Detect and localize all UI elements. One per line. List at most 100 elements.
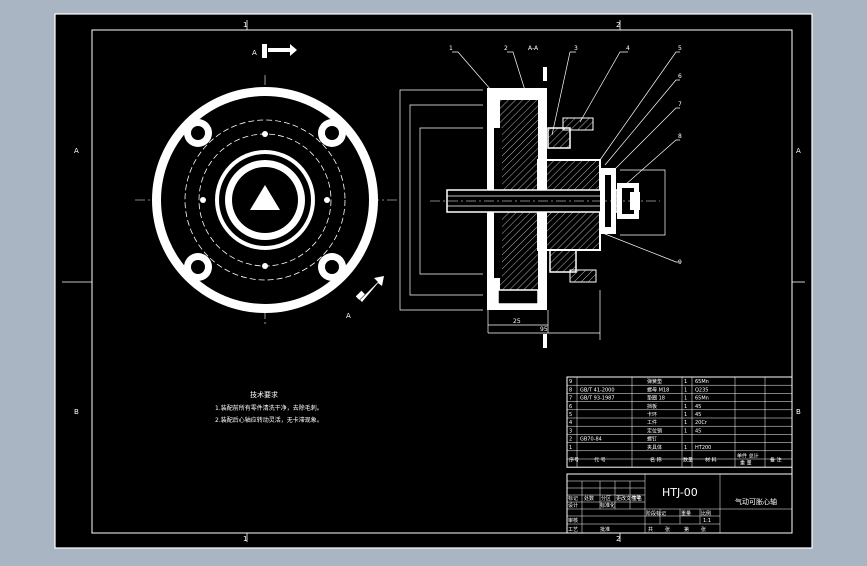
label-std: 标准化 xyxy=(600,502,615,509)
bom-cell-no: 4 xyxy=(569,420,572,426)
sheet-border xyxy=(54,13,813,549)
bom-cell-material: 45 xyxy=(695,412,701,418)
bom-cell-material: 65Mn xyxy=(695,396,709,402)
end-view xyxy=(135,44,400,325)
bom-cell-material: 45 xyxy=(695,404,701,410)
bom-cell-material: 45 xyxy=(695,428,701,434)
bom-cell-no: 7 xyxy=(569,396,572,402)
bom-cell-no: 1 xyxy=(569,445,572,451)
balloon-3: 3 xyxy=(574,45,578,52)
bom-cell-no: 3 xyxy=(569,428,572,434)
bom-cell-qty: 1 xyxy=(684,379,687,385)
bom-cell-name: 垫圈 18 xyxy=(647,395,665,402)
zone-top-2: 2 xyxy=(616,21,620,29)
notes-line-1: 1.装配前所有零件清洗干净，去除毛刺。 xyxy=(215,404,323,412)
label-count: 处数 xyxy=(584,495,594,502)
bom-cell-material: 20Cr xyxy=(695,420,708,426)
bom-header-name: 名 称 xyxy=(650,456,662,463)
bom-cell-qty: 1 xyxy=(684,420,687,426)
label-zone: 分区 xyxy=(601,495,611,502)
label-sheet-b: 张 xyxy=(665,526,670,533)
balloon-4: 4 xyxy=(626,45,630,52)
bom-cell-material: HT200 xyxy=(695,445,711,451)
balloon-9: 9 xyxy=(678,259,682,266)
bom-cell-code: GB/T 93-1987 xyxy=(580,396,615,402)
label-doc: 更改文件号 xyxy=(616,495,641,502)
label-sign: 签名 xyxy=(632,495,642,502)
dim-bottom-large: 95 xyxy=(540,326,548,333)
section-label-bottom: A xyxy=(346,312,351,320)
bom-cell-qty: 1 xyxy=(684,387,687,393)
drawing-number: HTJ-00 xyxy=(662,486,698,499)
bom-cell-no: 2 xyxy=(569,437,572,443)
label-sheet-d: 张 xyxy=(701,526,706,533)
bom-cell-material: 65Mn xyxy=(695,379,709,385)
bom-cell-material: Q235 xyxy=(695,387,708,393)
section-title: A-A xyxy=(528,45,539,52)
bom-cell-name: 挡板 xyxy=(647,403,657,410)
label-sheet-c: 第 xyxy=(684,526,689,533)
bom-header-weight2: 重 量 xyxy=(740,459,752,466)
bom-header-remark: 备 注 xyxy=(770,456,782,463)
zone-left-a: A xyxy=(74,147,79,155)
bom-cell-qty: 1 xyxy=(684,428,687,434)
label-weight: 重量 xyxy=(681,510,691,517)
zone-bottom-1: 1 xyxy=(243,535,247,543)
zone-right-a: A xyxy=(796,147,801,155)
label-stage: 阶段标记 xyxy=(646,510,666,517)
label-ratio: 比例 xyxy=(701,510,711,517)
bom-cell-qty: 1 xyxy=(684,445,687,451)
inner-frame xyxy=(91,29,793,534)
bom-cell-no: 8 xyxy=(569,387,572,393)
balloon-6: 6 xyxy=(678,73,682,80)
balloon-5: 5 xyxy=(678,45,682,52)
balloon-7: 7 xyxy=(678,101,682,108)
zone-bottom-2: 2 xyxy=(616,535,620,543)
bom-cell-name: 卡环 xyxy=(647,411,657,418)
title-block: HTJ-00 气动可胀心轴 标记 处数 分区 更改文件号 签名 设计 标准化 阶… xyxy=(566,473,793,534)
bom-cell-code: GB70-84 xyxy=(580,437,602,443)
bom-header-no: 序号 xyxy=(569,456,579,463)
bom-header-weight: 单件 总计 xyxy=(737,452,759,459)
notes-line-2: 2.装配后心轴应转动灵活，无卡滞现象。 xyxy=(215,416,323,424)
section-view xyxy=(399,51,680,348)
notes-title: 技术要求 xyxy=(250,390,278,399)
zone-ticks xyxy=(62,20,805,542)
bom-cell-no: 6 xyxy=(569,404,572,410)
label-approve: 批准 xyxy=(600,526,610,533)
bom-cell-name: 螺钉 xyxy=(647,436,657,443)
bom-cell-no: 9 xyxy=(569,379,572,385)
bom-header-material: 材 料 xyxy=(705,456,717,463)
bom-cell-name: 定位销 xyxy=(647,427,662,434)
drawing-title: 气动可胀心轴 xyxy=(735,497,777,506)
dim-bottom-small: 25 xyxy=(513,318,521,325)
bom-header-code: 代 号 xyxy=(594,456,606,463)
label-process: 工艺 xyxy=(568,527,578,533)
balloon-8: 8 xyxy=(678,133,682,140)
bom-cell-name: 螺母 M18 xyxy=(647,386,669,393)
bom-cell-code: GB/T 41-2000 xyxy=(580,387,615,393)
bom-cell-name: 夹具体 xyxy=(647,444,662,451)
zone-top-1: 1 xyxy=(243,21,247,29)
section-label-top: A xyxy=(252,49,257,57)
technical-notes: 技术要求 1.装配前所有零件清洗干净，去除毛刺。 2.装配后心轴应转动灵活，无卡… xyxy=(215,390,323,424)
bom-cell-qty: 1 xyxy=(684,412,687,418)
balloon-2: 2 xyxy=(504,45,508,52)
label-scale: 1:1 xyxy=(703,518,711,524)
bom-cell-qty: 1 xyxy=(684,396,687,402)
label-sheet-a: 共 xyxy=(648,526,653,533)
bom-cell-name: 弹簧垫 xyxy=(647,378,662,385)
bom-cell-no: 5 xyxy=(569,412,572,418)
bom-cell-qty: 1 xyxy=(684,404,687,410)
bom-cell-name: 工件 xyxy=(647,419,657,426)
label-design: 设计 xyxy=(568,502,578,509)
balloon-1: 1 xyxy=(449,45,453,52)
zone-right-b: B xyxy=(796,408,801,416)
bom-header-qty: 数量 xyxy=(683,456,693,463)
zone-left-b: B xyxy=(74,408,79,416)
label-check: 审核 xyxy=(568,517,578,524)
label-mark: 标记 xyxy=(568,495,578,502)
